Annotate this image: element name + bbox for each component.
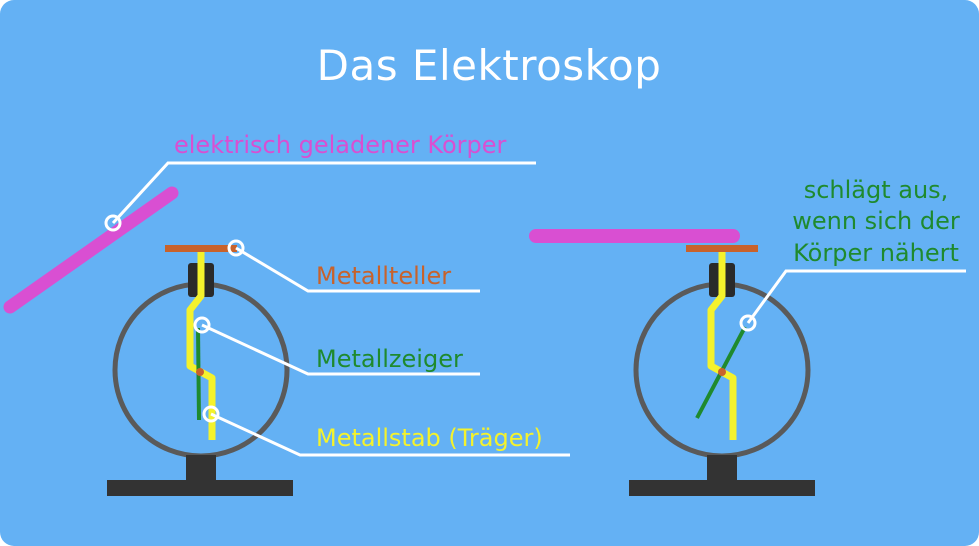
label-deflection-line2: wenn sich der: [792, 207, 960, 235]
callout-deflection-marker: [739, 314, 757, 332]
right-metal-rod: [707, 252, 737, 440]
callout-metal-pointer-line: [201, 323, 480, 376]
left-electroscope: [3, 186, 293, 496]
right-pivot: [718, 368, 726, 376]
label-metal-rod: Metallstab (Träger): [316, 424, 543, 452]
label-metal-pointer: Metallzeiger: [316, 345, 463, 373]
left-stand-column: [186, 455, 216, 481]
left-charged-body: [3, 186, 179, 314]
diagram-title: Das Elektroskop: [317, 41, 662, 90]
label-deflection-line1: schlägt aus,: [804, 176, 949, 204]
right-electroscope: [529, 229, 815, 496]
label-metal-plate: Metallteller: [316, 262, 451, 290]
callout-metal-plate-line: [235, 246, 480, 293]
left-metal-plate: [165, 245, 237, 252]
label-deflection-line3: Körper nähert: [793, 239, 959, 267]
label-charged-body: elektrisch geladener Körper: [174, 131, 507, 159]
callout-metal-plate-marker: [227, 239, 245, 257]
callouts: [104, 161, 966, 457]
left-metal-rod: [186, 252, 216, 440]
left-stand-base: [107, 480, 293, 496]
callout-deflection-line: [746, 269, 966, 324]
callout-metal-rod-line: [210, 412, 570, 457]
callout-charged-body-line: [111, 161, 536, 225]
callout-charged-body-marker: [104, 214, 122, 232]
right-metal-plate: [686, 245, 758, 252]
right-stand-column: [707, 455, 737, 481]
callout-metal-pointer-marker: [193, 316, 211, 334]
callout-metal-rod-marker: [202, 405, 220, 423]
left-pivot: [196, 368, 204, 376]
right-stand-base: [629, 480, 815, 496]
